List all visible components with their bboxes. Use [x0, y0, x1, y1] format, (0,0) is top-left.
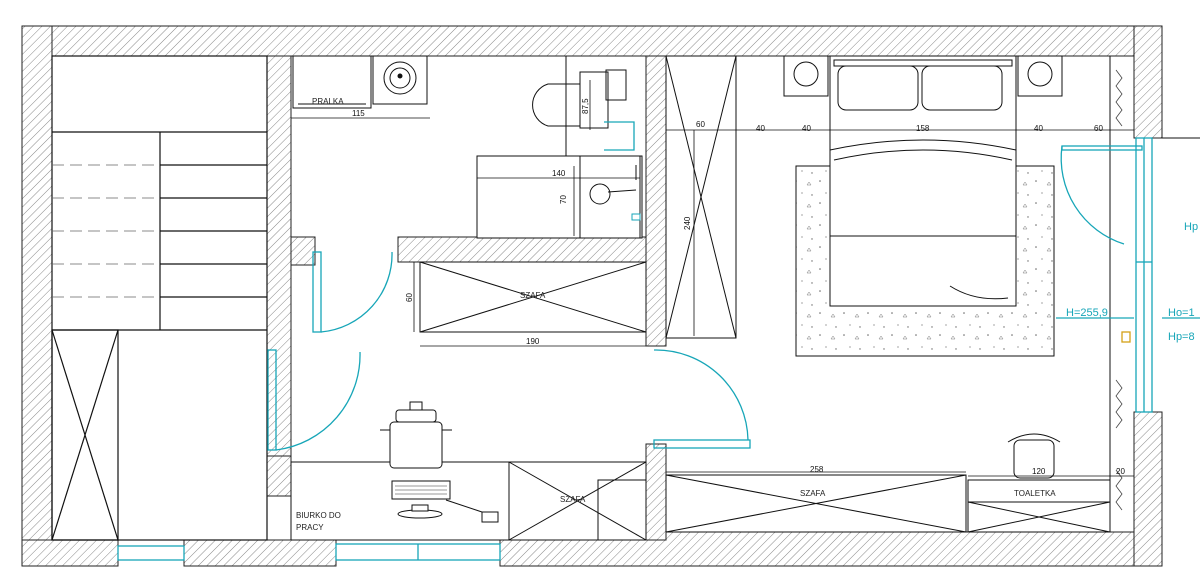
dimension-lines: [291, 80, 1134, 477]
outer-wall-bottom-mid: [183, 539, 337, 567]
bed: [829, 55, 1017, 307]
dim-60-wardrobe: 60: [405, 293, 414, 302]
dim-115: 115: [352, 109, 365, 118]
small-wardrobe-label: SZAFA: [560, 495, 586, 504]
dim-70: 70: [559, 195, 568, 204]
toilet-cistern: [579, 71, 609, 129]
outer-wall-right: [1133, 25, 1163, 139]
vanity-chair: [1007, 433, 1061, 479]
outer-wall-right-lower: [1133, 411, 1163, 567]
dim-140: 140: [552, 169, 566, 178]
dim-40-a: 40: [756, 124, 765, 133]
dim-258: 258: [810, 465, 824, 474]
wall-stair-bottom: [266, 455, 292, 497]
bathroom-sink-top: [372, 55, 428, 105]
dim-87-5: 87,5: [581, 98, 590, 114]
dim-190: 190: [526, 337, 540, 346]
window-bottom-left: [117, 545, 185, 561]
laundry-label: PRALKA: [312, 97, 344, 106]
hall-wardrobe-label: SZAFA: [520, 291, 546, 300]
outer-wall-top: [21, 25, 1163, 57]
window-ho-label: Ho=1: [1168, 307, 1195, 319]
lamp-icon: [481, 511, 499, 523]
window-hp-label: Hp=8: [1168, 331, 1195, 343]
nightstand-right: [1017, 55, 1063, 97]
door-balcony: [1061, 145, 1143, 151]
wall-stair-right: [266, 55, 292, 457]
wall-bath-hall: [290, 236, 316, 266]
openings: [117, 137, 1200, 561]
dim-158: 158: [916, 124, 930, 133]
shower-area: [476, 155, 643, 239]
bedroom-wardrobe-label: SZAFA: [800, 489, 826, 498]
dim-240: 240: [683, 216, 692, 230]
outer-wall-bottom-left: [21, 539, 119, 567]
outer-wall-left: [21, 25, 53, 567]
washing-machine: [292, 55, 372, 109]
bedroom: [665, 55, 1123, 533]
desk-chair: [380, 401, 452, 469]
window-height-label: H=255,9: [1066, 307, 1108, 319]
dim-120: 120: [1032, 467, 1046, 476]
wall-bedroom-left-lower: [645, 443, 667, 541]
dim-20: 20: [1116, 467, 1125, 476]
bathroom: [292, 55, 643, 239]
dim-40-b: 40: [802, 124, 811, 133]
door-bedroom: [653, 439, 751, 449]
wall-bedroom-left: [645, 55, 667, 347]
door-bath: [312, 251, 322, 333]
nightstand-left: [783, 55, 829, 97]
toilet-bowl: [532, 83, 581, 127]
door-hall-left: [267, 349, 277, 451]
dim-40-c: 40: [1034, 124, 1043, 133]
desk-label-line2: PRACY: [296, 523, 324, 532]
wall-bath-hall-2: [397, 236, 647, 263]
staircase: [51, 55, 268, 541]
dim-60-left: 60: [696, 120, 705, 129]
hall: [290, 261, 647, 541]
desk-label-line1: BIURKO DO: [296, 511, 341, 520]
dim-60-right: 60: [1094, 124, 1103, 133]
vanity: [967, 479, 1111, 533]
vanity-label: TOALETKA: [1014, 489, 1056, 498]
window-hp-top-label: Hp: [1184, 221, 1198, 233]
